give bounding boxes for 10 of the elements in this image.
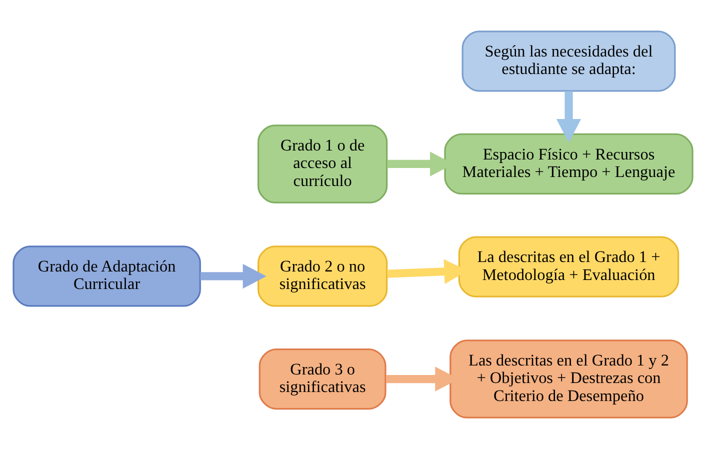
node-box: Grado 2 o no significativas xyxy=(258,246,388,307)
node-box: Espacio Físico + Recursos Materiales + Tiempo + Lenguaje xyxy=(444,133,694,195)
arrow xyxy=(200,264,266,289)
node-box: Grado de Adaptación Curricular xyxy=(12,246,201,307)
arrow xyxy=(556,91,582,143)
node-box: Grado 1 o de acceso al currículo xyxy=(258,124,388,204)
node-box: Grado 3 o significativas xyxy=(258,348,386,410)
node-box: La descritas en el Grado 1 + Metodología + Evaluación xyxy=(458,236,680,298)
node-box: Según las necesidades del estudiante se adapta: xyxy=(462,30,676,92)
node-box: Las descritas en el Grado 1 y 2 + Objetivos + Destrezas con Criterio de Desempeño xyxy=(450,340,688,418)
